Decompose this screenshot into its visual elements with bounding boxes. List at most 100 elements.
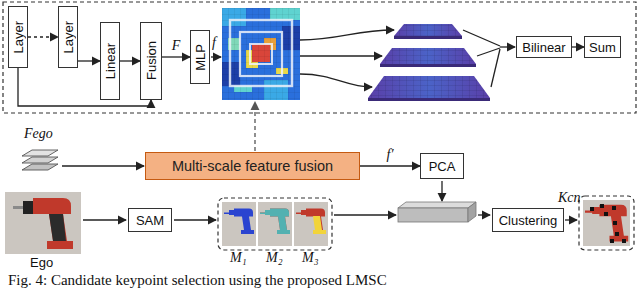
arrow xyxy=(174,219,216,220)
drawing-part xyxy=(5,192,81,254)
connector xyxy=(360,165,420,166)
annotation-label: Fego xyxy=(24,127,53,142)
drawing-part xyxy=(296,209,326,235)
box-label: Layer xyxy=(11,21,26,54)
drawing-part xyxy=(368,76,490,98)
arrow xyxy=(300,74,372,87)
arrow xyxy=(334,214,396,215)
box-label: Clustering xyxy=(499,213,558,228)
fusion-box: Fusion xyxy=(140,22,162,100)
drawing-part xyxy=(380,48,476,64)
mask-images xyxy=(218,198,332,250)
drawing-part xyxy=(398,202,476,208)
box-label: Fusion xyxy=(144,41,159,80)
drawing-part xyxy=(258,202,292,246)
box-label: PCA xyxy=(429,159,456,174)
drawing-part xyxy=(22,157,58,163)
bilinear-box: Bilinear xyxy=(516,36,572,58)
drawing-part xyxy=(600,204,604,208)
drawing-part xyxy=(222,8,300,100)
ego-image xyxy=(5,192,81,254)
merge-line xyxy=(491,49,500,87)
drawing-part xyxy=(222,8,300,100)
box-label: Multi-scale feature fusion xyxy=(172,158,333,174)
drawing-part xyxy=(590,207,594,211)
feature-pyramid xyxy=(368,24,490,101)
linear-box: Linear xyxy=(100,22,120,100)
layer-box: Layer xyxy=(58,6,78,68)
box-label: Sum xyxy=(589,40,616,55)
drawing-part xyxy=(13,198,73,249)
drawing-part xyxy=(222,202,256,246)
drawing-part xyxy=(250,44,272,64)
drawing-part xyxy=(468,202,476,222)
keypoint-result xyxy=(579,196,634,250)
feature-bar xyxy=(398,202,476,222)
merge-line xyxy=(463,30,500,46)
arrow xyxy=(62,165,144,166)
drawing-part xyxy=(230,20,292,86)
annotation-label: f xyxy=(212,36,216,51)
arrow xyxy=(565,219,577,220)
drawing-part xyxy=(394,36,462,39)
drawing-part xyxy=(260,209,290,235)
drawing-part xyxy=(22,164,58,170)
connector xyxy=(162,56,190,57)
clustering-box: Clustering xyxy=(492,208,564,232)
arrow xyxy=(478,214,490,215)
drawing-part xyxy=(260,209,290,235)
sum-box: Sum xyxy=(584,36,621,58)
box-label: Linear xyxy=(103,43,118,79)
drawing-part xyxy=(23,201,33,214)
drawing-part xyxy=(610,239,614,243)
arrow xyxy=(500,46,515,47)
connector xyxy=(18,68,151,106)
dashed-frame xyxy=(3,2,636,113)
dashed-arrow xyxy=(254,102,255,151)
feature-stack-icon xyxy=(22,150,58,170)
merge-line xyxy=(477,48,500,56)
drawing-part xyxy=(613,221,617,225)
drawing-part xyxy=(224,209,254,235)
arrow xyxy=(83,219,126,220)
drawing-part xyxy=(368,76,490,98)
drawing-part xyxy=(22,150,58,156)
arrow xyxy=(441,181,442,201)
annotation-label: Kcn xyxy=(558,191,581,206)
drawing-part xyxy=(394,24,462,36)
pca-box: PCA xyxy=(420,153,464,179)
annotation-label: M₂ xyxy=(266,251,283,266)
edge-label: f′ xyxy=(387,148,394,163)
drawing-part xyxy=(240,32,282,76)
box-label: Layer xyxy=(61,21,76,54)
drawing-part xyxy=(13,206,23,209)
drawing-part xyxy=(604,212,608,216)
connector xyxy=(572,46,584,47)
drawing-part xyxy=(615,232,619,236)
sam-box: SAM xyxy=(128,208,172,232)
drawing-part xyxy=(394,24,462,36)
connector xyxy=(78,60,100,61)
connector xyxy=(120,60,140,61)
drawing-part xyxy=(583,200,630,246)
heatmap xyxy=(222,8,300,100)
mlp-box: MLP xyxy=(190,30,210,84)
connector xyxy=(28,36,58,37)
drawing-part xyxy=(380,48,476,64)
drawing-part xyxy=(294,202,328,246)
drawing-part xyxy=(49,214,66,241)
annotation-label: Ego xyxy=(30,256,53,270)
figure-caption: Fig. 4: Candidate keypoint selection usi… xyxy=(8,272,387,289)
annotation-label: M₃ xyxy=(302,251,319,266)
layer-box: Layer xyxy=(8,6,28,68)
arrow xyxy=(300,55,382,56)
drawing-part xyxy=(612,206,616,210)
annotation-label: M₁ xyxy=(230,251,247,266)
drawing-part xyxy=(380,64,476,67)
drawing-part xyxy=(313,230,326,234)
drawing-part xyxy=(585,205,628,242)
drawing-part xyxy=(368,98,490,101)
box-label: MLP xyxy=(193,44,208,71)
arrow xyxy=(300,30,394,40)
